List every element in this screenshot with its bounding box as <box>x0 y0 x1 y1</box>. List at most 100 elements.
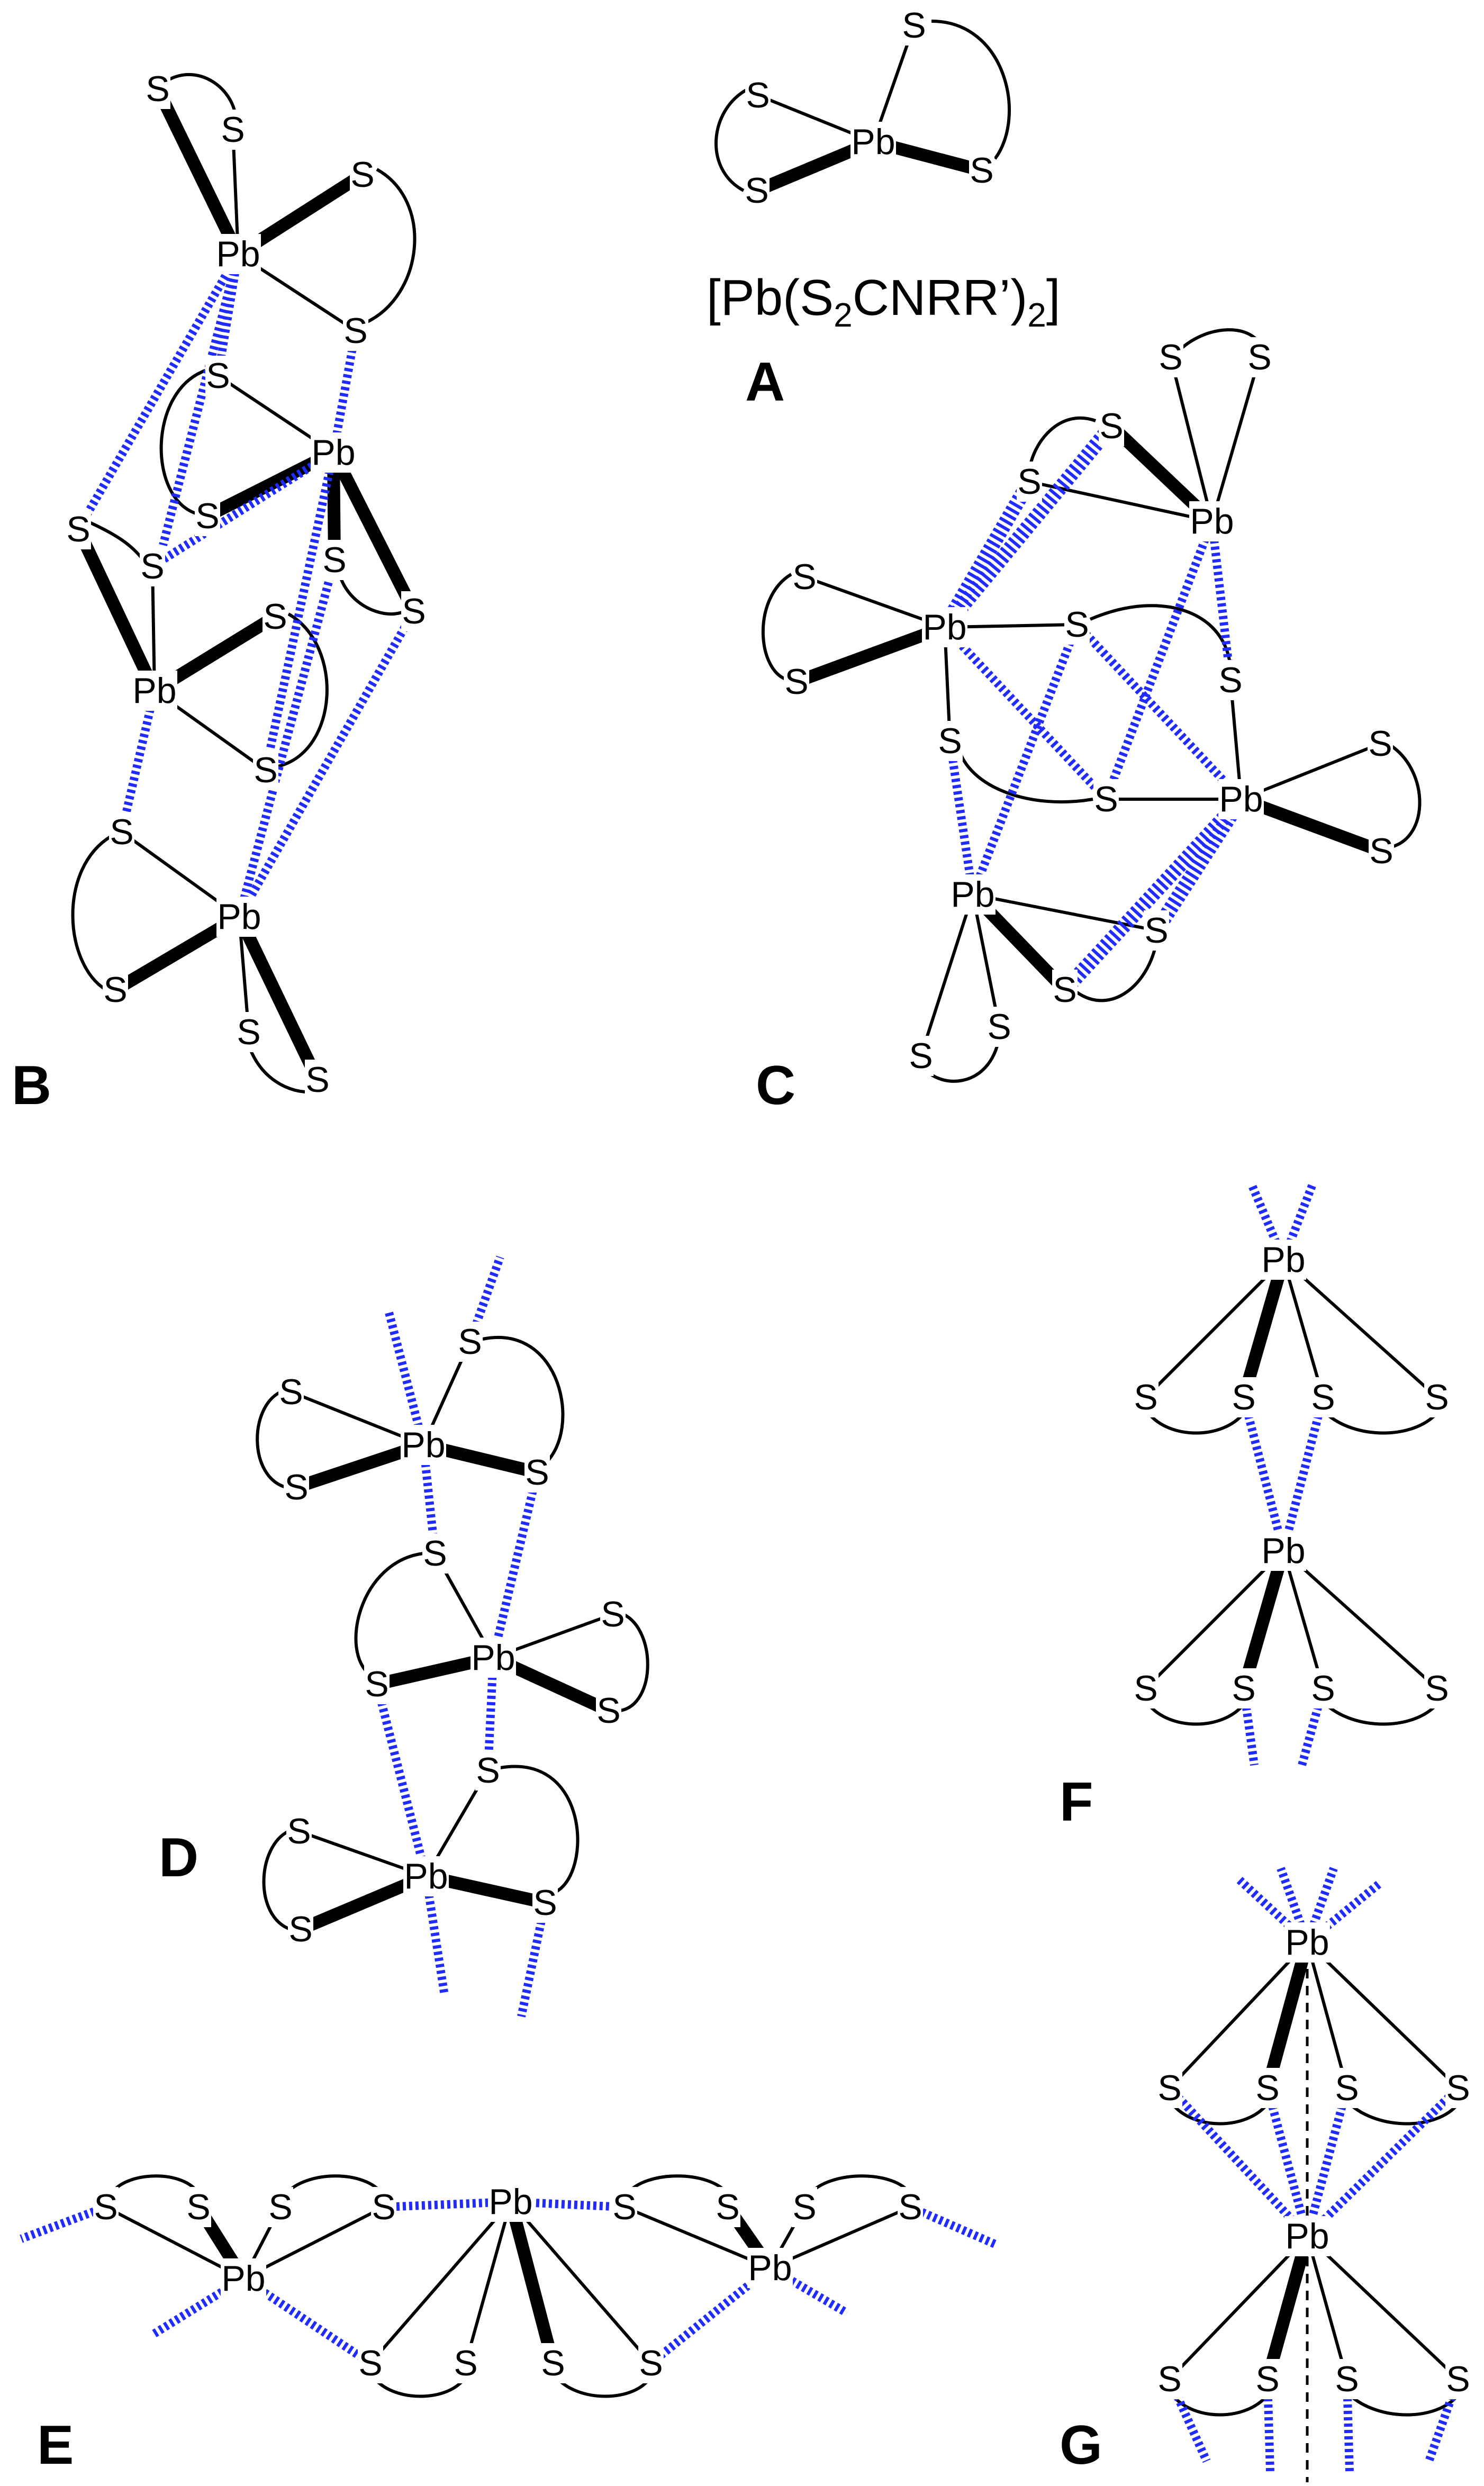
bond-single <box>242 2205 385 2280</box>
atom-label-background <box>1284 2216 1330 2256</box>
atom-label-background <box>524 1452 550 1493</box>
atom-label-background <box>215 234 261 274</box>
bond-layer <box>20 20 1462 2482</box>
bond-single <box>971 894 1001 1027</box>
atom-sulfur: S <box>1425 1377 1449 1417</box>
atom-sulfur: S <box>402 591 426 631</box>
ligand-backbone-arc <box>110 2174 200 2195</box>
atom-label-background <box>1158 337 1183 377</box>
atom-sulfur: S <box>476 1750 500 1791</box>
atom-sulfur: S <box>1134 1668 1157 1708</box>
atom-label-background <box>901 5 927 46</box>
panel-label-c: C <box>756 1055 795 1116</box>
bond-wedge <box>794 621 947 688</box>
atom-sulfur: S <box>525 1452 549 1493</box>
atom-label-background <box>322 540 347 580</box>
atom-label-background <box>145 69 170 109</box>
atom-sulfur: S <box>263 596 287 637</box>
bond-single <box>369 2201 512 2364</box>
atom-label-background <box>220 110 246 150</box>
atom-label-background <box>103 970 128 1010</box>
bond-single <box>1240 742 1381 801</box>
bond-secondary <box>946 740 977 896</box>
bond-single <box>1169 357 1214 522</box>
bond-secondary <box>150 449 336 570</box>
atom-label-background <box>284 1467 309 1507</box>
bond-secondary <box>908 2203 997 2248</box>
atom-lead: Pb <box>401 1425 445 1465</box>
atom-sulfur: S <box>639 2343 663 2383</box>
panel-label-e: E <box>37 2415 74 2476</box>
atom-lead: Pb <box>748 2248 792 2288</box>
atom-label-background <box>1368 724 1393 764</box>
atom-sulfur: S <box>284 1467 308 1507</box>
atom-label-background <box>140 546 165 586</box>
atom-sulfur: S <box>596 1691 620 1731</box>
atom-lead: Pb <box>1190 501 1234 541</box>
atom-label-background <box>1218 779 1264 819</box>
atom-label-background <box>1099 406 1124 446</box>
atom-sulfur: S <box>1446 2359 1470 2399</box>
bond-secondary <box>942 624 1109 802</box>
bond-secondary <box>1102 520 1216 801</box>
ligand-backbone-arc <box>284 2174 384 2195</box>
atom-sulfur: S <box>1232 1377 1255 1417</box>
ligand-backbone-arc <box>620 1613 649 1712</box>
atom-sulfur: S <box>1144 910 1168 951</box>
atom-label-background <box>263 596 288 637</box>
atom-label-background <box>216 897 262 937</box>
bond-secondary <box>1074 621 1244 802</box>
atom-label-background <box>186 2187 211 2227</box>
atom-sulfur: S <box>186 2187 210 2227</box>
atom-sulfur: S <box>372 2187 395 2227</box>
atom-sulfur: S <box>1218 660 1242 700</box>
atom-label-background <box>745 75 771 115</box>
atom-label-background <box>784 662 809 702</box>
bond-single <box>231 129 240 255</box>
atom-label-background <box>358 2343 383 2383</box>
atom-sulfur: S <box>1065 604 1089 645</box>
atom-label-background <box>638 2343 664 2383</box>
ligand-backbone-arc <box>71 835 112 991</box>
atom-sulfur: S <box>322 540 346 580</box>
bond-secondary <box>939 421 1117 632</box>
atom-label-background <box>1310 1377 1336 1417</box>
bond-single <box>1306 1942 1349 2089</box>
atom-label-background <box>350 155 375 195</box>
atom-sulfur: S <box>1425 1668 1449 1708</box>
atom-label-background <box>221 2258 266 2299</box>
atom-lead: Pb <box>488 2182 532 2222</box>
panel-label-g: G <box>1060 2415 1102 2476</box>
atom-sulfur: S <box>902 5 926 46</box>
atom-label-background <box>1231 1668 1256 1708</box>
atom-sulfur: S <box>237 1012 260 1052</box>
atom-label-background <box>969 150 994 191</box>
atom-lead: Pb <box>471 1638 515 1678</box>
atom-label-background <box>950 874 996 915</box>
atom-sulfur: S <box>254 750 277 790</box>
bond-wedge <box>1238 793 1384 857</box>
atom-label-background <box>253 750 278 790</box>
panel-label-d: D <box>159 1827 198 1888</box>
ligand-backbone-arc <box>1391 745 1422 848</box>
atom-sulfur: S <box>268 2187 292 2227</box>
atom-sulfur: S <box>1446 2068 1470 2108</box>
formula-prefix: [Pb(S <box>707 269 834 326</box>
formula-pb-dithiocarbamate: [Pb(S2CNRR’)2] <box>707 269 1061 334</box>
ligand-backbone-arc <box>931 20 1011 160</box>
atom-label-background <box>850 122 896 162</box>
atom-sulfur: S <box>288 1909 312 1949</box>
atom-sulfur: S <box>305 1060 329 1100</box>
atom-sulfur: S <box>146 69 169 109</box>
atom-label-background <box>205 356 231 396</box>
atom-label-background <box>236 1012 261 1052</box>
bond-single <box>509 2201 653 2364</box>
atom-sulfur: S <box>458 1322 482 1362</box>
atom-label-background <box>1052 970 1078 1010</box>
atom-label-background <box>109 812 134 852</box>
atom-label-background <box>311 432 356 473</box>
bond-single <box>464 2201 512 2364</box>
ligand-backbone-arc <box>277 612 329 768</box>
ligand-backbone-arc <box>482 1336 565 1465</box>
bond-wedge <box>233 914 323 1083</box>
